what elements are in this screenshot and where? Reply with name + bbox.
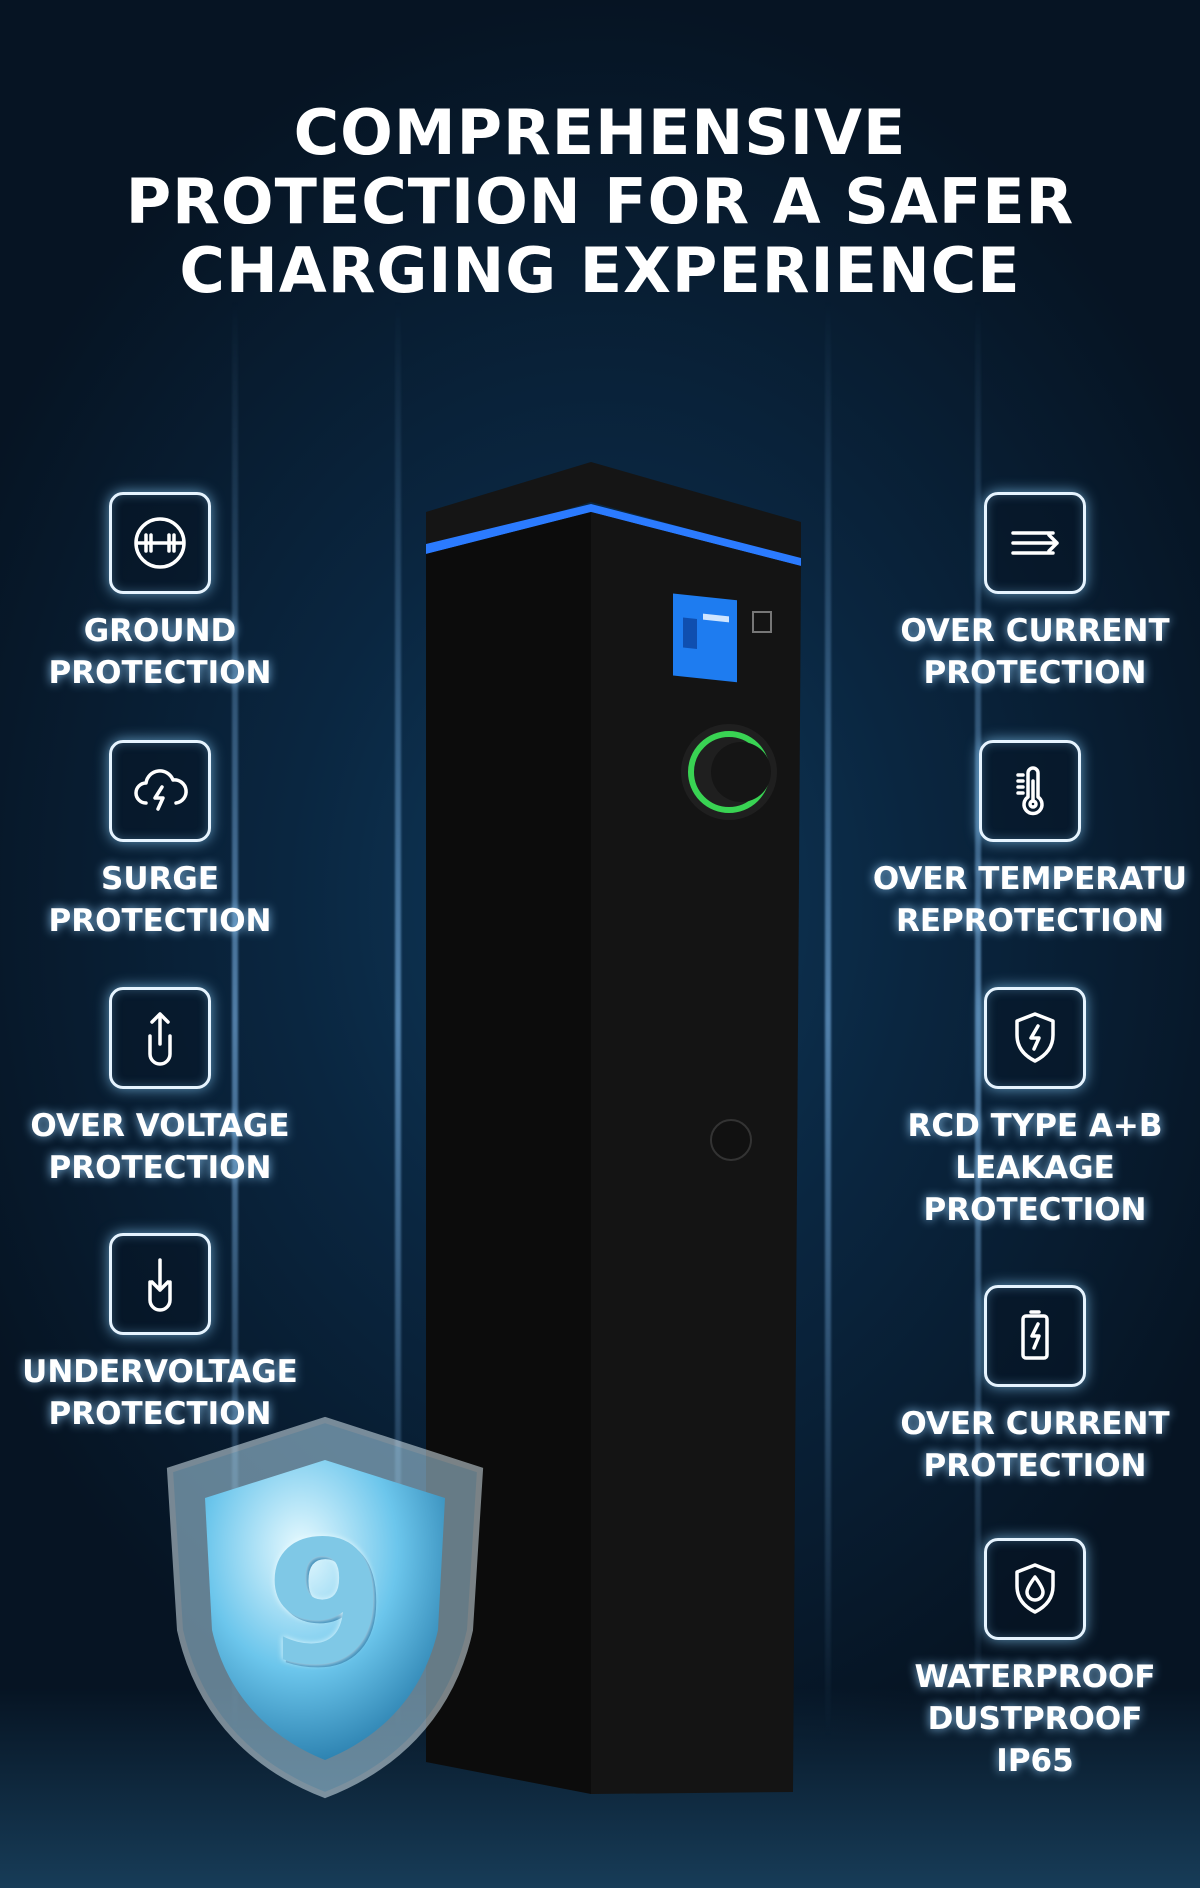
undervoltage-arrow-down-icon: [109, 1233, 211, 1335]
light-beam: [395, 300, 401, 1738]
light-beam: [825, 300, 831, 1738]
charging-socket: [681, 724, 777, 820]
feature-label: RCD TYPE A+B: [907, 1108, 1163, 1144]
feature-label: PROTECTION: [923, 655, 1147, 691]
feature-surge-protection: SURGE PROTECTION: [0, 740, 320, 942]
feature-label: UNDERVOLTAGE: [22, 1354, 298, 1390]
feature-label: SURGE: [101, 861, 219, 897]
feature-undervoltage-protection: UNDERVOLTAGE PROTECTION: [0, 1233, 320, 1435]
shield-bolt-icon: [984, 987, 1086, 1089]
feature-over-current-protection-2: OVER CURRENT PROTECTION: [875, 1285, 1195, 1487]
feature-label: REPROTECTION: [895, 903, 1165, 939]
surge-cloud-icon: [109, 740, 211, 842]
feature-label: OVER CURRENT: [900, 1406, 1170, 1442]
feature-label: WATERPROOF: [914, 1659, 1156, 1695]
feature-over-temperature-protection: OVER TEMPERATU REPROTECTION: [860, 740, 1200, 942]
feature-label: PROTECTION: [48, 903, 272, 939]
feature-rcd-leakage-protection: RCD TYPE A+B LEAKAGE PROTECTION: [875, 987, 1195, 1231]
thermometer-icon: [979, 740, 1081, 842]
feature-label: LEAKAGE: [955, 1150, 1115, 1186]
over-current-arrow-icon: [984, 492, 1086, 594]
title-line: PROTECTION FOR A SAFER: [125, 165, 1075, 238]
nine-protections-shield-badge: 9: [150, 1410, 500, 1800]
feature-label: OVER TEMPERATU: [872, 861, 1188, 897]
feature-over-current-protection: OVER CURRENT PROTECTION: [875, 492, 1195, 694]
feature-waterproof-ip65: WATERPROOF DUSTPROOF IP65: [875, 1538, 1195, 1782]
feature-label: OVER VOLTAGE: [30, 1108, 290, 1144]
feature-over-voltage-protection: OVER VOLTAGE PROTECTION: [0, 987, 320, 1189]
feature-label: PROTECTION: [48, 1150, 272, 1186]
feature-label: OVER CURRENT: [900, 613, 1170, 649]
emergency-button: [710, 1119, 752, 1161]
feature-label: PROTECTION: [48, 1396, 272, 1432]
title-line: COMPREHENSIVE: [293, 96, 907, 169]
title-line: CHARGING EXPERIENCE: [179, 234, 1021, 307]
feature-label: DUSTPROOF: [927, 1701, 1143, 1737]
rfid-reader-icon: [752, 611, 772, 633]
feature-label: IP65: [996, 1743, 1074, 1779]
water-drop-icon: [984, 1538, 1086, 1640]
light-beam: [232, 300, 238, 1738]
shield-number: 9: [265, 1505, 385, 1703]
blue-light-strip: [426, 504, 801, 566]
feature-ground-protection: GROUND PROTECTION: [0, 492, 320, 694]
display-screen: [673, 593, 737, 683]
over-voltage-arrow-up-icon: [109, 987, 211, 1089]
feature-label: PROTECTION: [923, 1448, 1147, 1484]
feature-label: GROUND: [83, 613, 237, 649]
ground-icon: [109, 492, 211, 594]
feature-label: PROTECTION: [48, 655, 272, 691]
feature-label: PROTECTION: [923, 1192, 1147, 1228]
battery-bolt-icon: [984, 1285, 1086, 1387]
page-title: COMPREHENSIVE PROTECTION FOR A SAFER CHA…: [0, 98, 1200, 305]
light-beam: [975, 300, 981, 1738]
